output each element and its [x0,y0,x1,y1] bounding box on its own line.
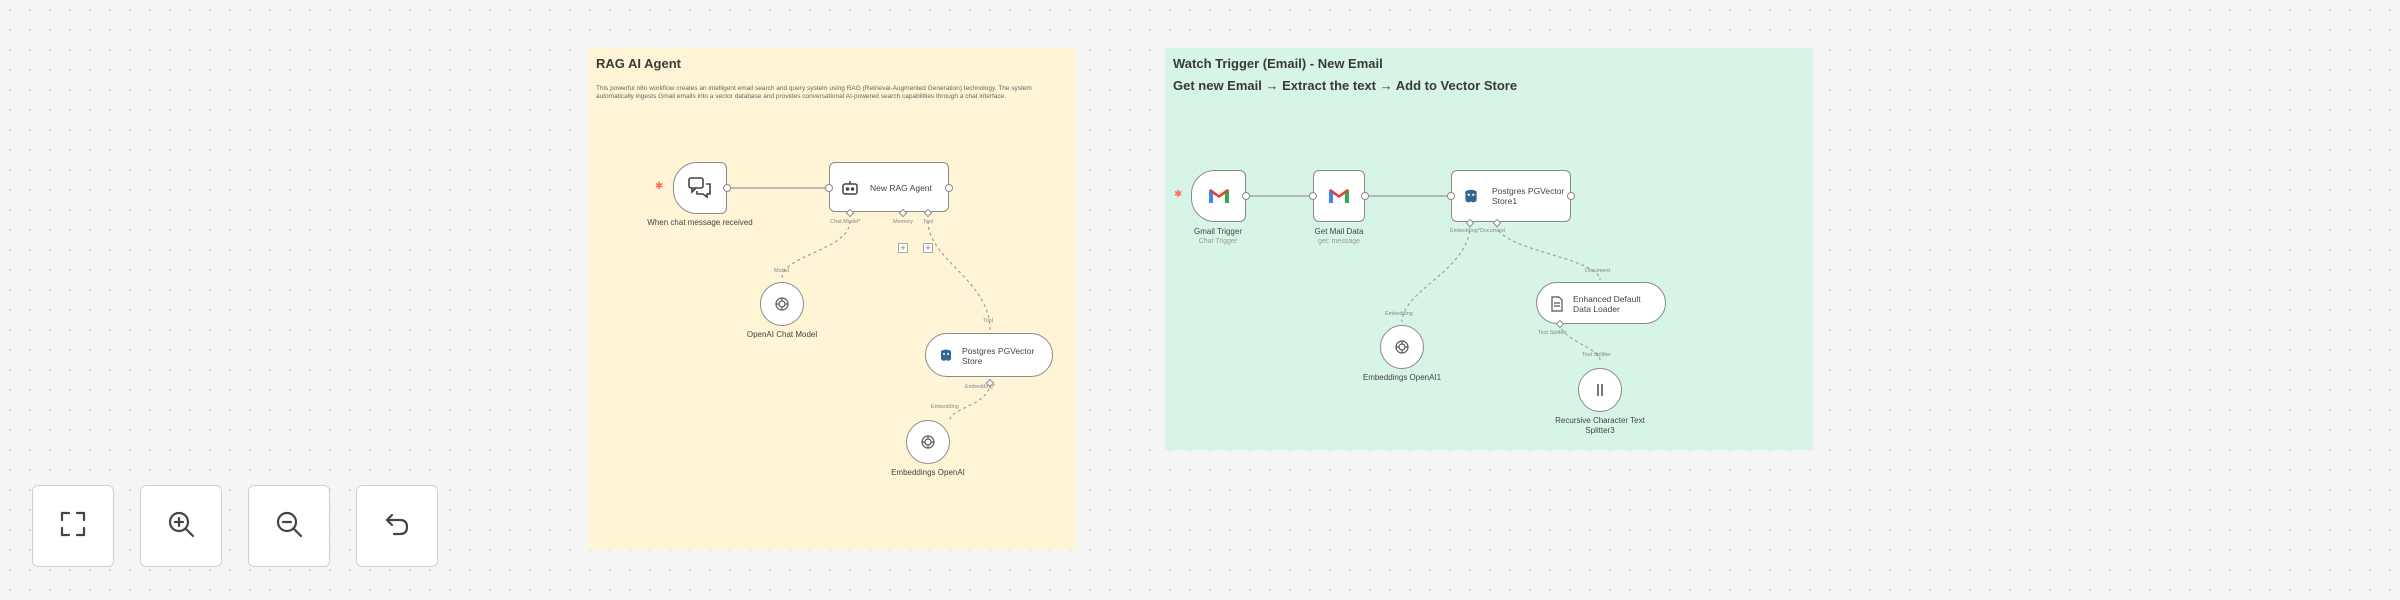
sticky-rag-description: This powerful n8n workflow creates an in… [596,85,1032,100]
gmail-icon [1314,171,1364,221]
port-label: Model [774,268,789,274]
port-in[interactable] [1447,192,1455,200]
port-label: Embedding* [1450,228,1480,234]
port-label: Text Splitter [1538,330,1567,336]
node-label: Embeddings OpenAI1 [1362,373,1442,382]
sticky-email-subtitle: Get new Email → Extract the text → Add t… [1173,78,1518,93]
node-subtitle: Chat Trigger [1198,238,1238,245]
node-chat-trigger[interactable] [673,162,727,214]
chat-bubbles-icon [674,163,726,213]
port-out[interactable] [1567,192,1575,200]
fullscreen-icon [58,509,88,544]
port-label: Chat Model* [830,219,861,225]
postgres-icon [1460,186,1482,208]
zoom-in-button[interactable] [140,485,222,567]
node-label: Postgres PGVector Store [962,346,1035,366]
node-label: Enhanced Default Data Loader [1573,294,1641,314]
node-pgvector-store-tool[interactable]: Postgres PGVector Store [925,333,1053,377]
port-label: Tool [983,318,994,324]
openai-icon [907,421,949,463]
zoom-out-icon [274,509,304,544]
node-label: OpenAI Chat Model [746,330,818,339]
node-label: Get Mail Data [1314,227,1364,236]
node-rag-agent[interactable]: New RAG Agent [829,162,949,212]
sticky-email-title: Watch Trigger (Email) - New Email [1173,56,1383,71]
port-out[interactable] [1242,192,1250,200]
node-gmail-trigger[interactable] [1191,170,1246,222]
node-label: Postgres PGVector Store1 [1492,186,1565,206]
node-label: New RAG Agent [870,183,932,193]
trigger-marker-icon: ✱ [655,181,664,192]
port-label: Memory [893,219,913,225]
zoom-in-icon [166,509,196,544]
node-text-splitter[interactable] [1578,368,1622,412]
node-openai-chat[interactable] [760,282,804,326]
add-tool-button[interactable]: + [923,243,933,253]
document-icon [1547,294,1567,314]
openai-icon [761,283,803,325]
port-label: Tool [923,219,934,225]
trigger-marker-icon: ✱ [1174,189,1183,200]
undo-button[interactable] [356,485,438,567]
port-out[interactable] [723,184,731,192]
port-in[interactable] [1309,192,1317,200]
port-in[interactable] [825,184,833,192]
sticky-note-email[interactable]: Watch Trigger (Email) - New Email Get ne… [1165,48,1813,450]
add-memory-button[interactable]: + [898,243,908,253]
undo-icon [382,509,412,544]
sticky-rag-title: RAG AI Agent [596,56,681,71]
node-pgvector-store-insert[interactable]: Postgres PGVector Store1 [1451,170,1571,222]
node-embeddings-openai1[interactable] [1380,325,1424,369]
zoom-out-button[interactable] [248,485,330,567]
port-label: Embedding* [965,384,995,390]
node-label: Recursive Character Text Splitter3 [1555,416,1645,435]
node-embeddings-openai[interactable] [906,420,950,464]
port-out[interactable] [945,184,953,192]
port-label: Text Splitter [1582,352,1611,358]
fit-view-button[interactable] [32,485,114,567]
port-label: Document [1585,268,1611,274]
openai-icon [1381,326,1423,368]
port-label: Embedding [1385,311,1413,317]
node-label: Embeddings OpenAI [891,468,965,477]
node-label: Gmail Trigger [1193,227,1242,236]
port-label: Document [1480,228,1506,234]
port-label: Embedding [931,404,959,410]
node-get-mail-data[interactable] [1313,170,1365,222]
node-data-loader[interactable]: Enhanced Default Data Loader [1536,282,1666,324]
split-icon [1579,369,1621,411]
node-subtitle: get: message [1317,238,1361,245]
robot-icon [840,178,860,198]
sticky-note-rag[interactable]: RAG AI Agent This powerful n8n workflow … [588,48,1076,550]
postgres-icon [936,346,956,366]
port-out[interactable] [1361,192,1369,200]
gmail-icon [1192,171,1245,221]
node-label: When chat message received [647,218,753,227]
